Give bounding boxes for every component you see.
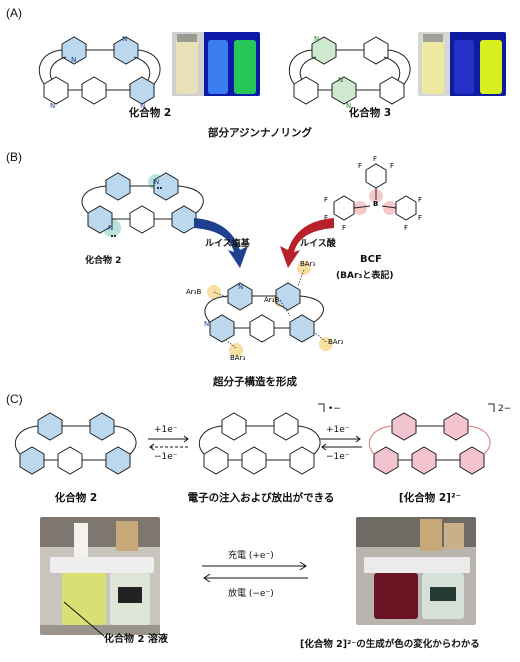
fluorine-label: F xyxy=(342,224,346,232)
electron-injection-caption: 電子の注入および放出ができる xyxy=(187,492,335,504)
svg-text:N: N xyxy=(122,35,127,43)
dianion-label: [化合物 2]²⁻ xyxy=(398,492,462,504)
fluorine-label: F xyxy=(373,155,377,163)
equilibrium-arrows-2 xyxy=(320,435,362,451)
nitrogen-label: N xyxy=(238,283,243,291)
compound-2-solution-photo xyxy=(40,517,160,635)
fluorine-label: F xyxy=(404,224,408,232)
svg-text:N: N xyxy=(71,56,76,64)
compound-2-structure-a: N N N N xyxy=(39,35,161,110)
svg-text:N: N xyxy=(154,178,159,186)
compound-2-radical-anion-structure xyxy=(199,403,325,475)
compound-2-lewis-base-structure: NN xyxy=(81,172,204,237)
equilibrium-arrows-1 xyxy=(148,435,190,451)
compound-2-label-c: 化合物 2 xyxy=(54,492,98,504)
ar3b-label: Ar₃B xyxy=(264,296,279,304)
pointer-line xyxy=(63,601,105,637)
ar3b-label: Ar₃B xyxy=(186,288,201,296)
radical-anion-charge: •− xyxy=(328,404,341,414)
compound-2-label-b: 化合物 2 xyxy=(85,256,122,266)
svg-text:N: N xyxy=(346,102,351,110)
compound-3-structure: N N N xyxy=(289,35,411,110)
dianion-solution-caption: [化合物 2]²⁻の生成が色の変化からわかる xyxy=(300,639,480,650)
fluorine-label: F xyxy=(418,214,422,222)
supramolecular-adduct-structure: Ar₃B BAr₃ Ar₃B BAr₃ BAr₃ N N xyxy=(186,260,343,362)
compound-2-neutral-structure xyxy=(15,412,137,475)
partial-azine-nanoring-caption: 部分アジンナノリング xyxy=(207,127,313,139)
oxidation-step-1-label: −1e⁻ xyxy=(154,452,178,462)
supramolecular-caption: 超分子構造を形成 xyxy=(213,376,297,388)
vials-photo-compound-2 xyxy=(172,32,260,96)
bcf-note: (BAr₃と表記) xyxy=(336,271,394,281)
compound-2-solution-caption: 化合物 2 溶液 xyxy=(104,634,168,645)
bcf-label: BCF xyxy=(360,254,382,265)
fluorine-label: F xyxy=(358,162,362,170)
reduction-step-2-label: +1e⁻ xyxy=(326,425,350,435)
adduct-bar3-label: BAr₃ xyxy=(300,260,315,268)
compound-2-dianion-structure xyxy=(369,403,495,475)
fluorine-label: F xyxy=(324,196,328,204)
boron-label: B xyxy=(373,200,378,208)
panel-b-label: (B) xyxy=(6,150,22,164)
svg-text:N: N xyxy=(338,76,343,84)
lewis-base-arrow xyxy=(194,218,248,268)
lewis-acid-label: ルイス酸 xyxy=(300,239,336,249)
lewis-base-label: ルイス塩基 xyxy=(205,239,250,249)
fluorine-label: F xyxy=(418,196,422,204)
oxidation-step-2-label: −1e⁻ xyxy=(326,452,350,462)
discharge-label: 放電 (−e⁻) xyxy=(228,589,274,599)
svg-text:N: N xyxy=(108,224,113,232)
dianion-charge: 2− xyxy=(498,404,512,414)
svg-text:N: N xyxy=(50,102,55,110)
charge-label: 充電 (+e⁻) xyxy=(228,551,274,561)
adduct-bar3-label: BAr₃ xyxy=(230,354,245,362)
compound-2-label-a: 化合物 2 xyxy=(128,107,172,119)
vials-photo-compound-3 xyxy=(418,32,506,96)
svg-text:N: N xyxy=(140,102,145,110)
charge-discharge-arrows xyxy=(202,561,308,583)
panel-c-label: (C) xyxy=(6,392,23,406)
fluorine-label: F xyxy=(324,214,328,222)
lewis-acid-arrow xyxy=(280,218,334,268)
compound-3-label: 化合物 3 xyxy=(348,107,392,119)
fluorine-label: F xyxy=(390,162,394,170)
reduction-step-1-label: +1e⁻ xyxy=(154,425,178,435)
panel-a-label: (A) xyxy=(6,6,22,20)
svg-text:N: N xyxy=(314,35,319,43)
bcf-structure: F F F F F F F F F B xyxy=(324,155,422,232)
nitrogen-label: N xyxy=(204,320,209,328)
adduct-bar3-label: BAr₃ xyxy=(328,338,343,346)
dianion-solution-photo xyxy=(356,517,476,625)
